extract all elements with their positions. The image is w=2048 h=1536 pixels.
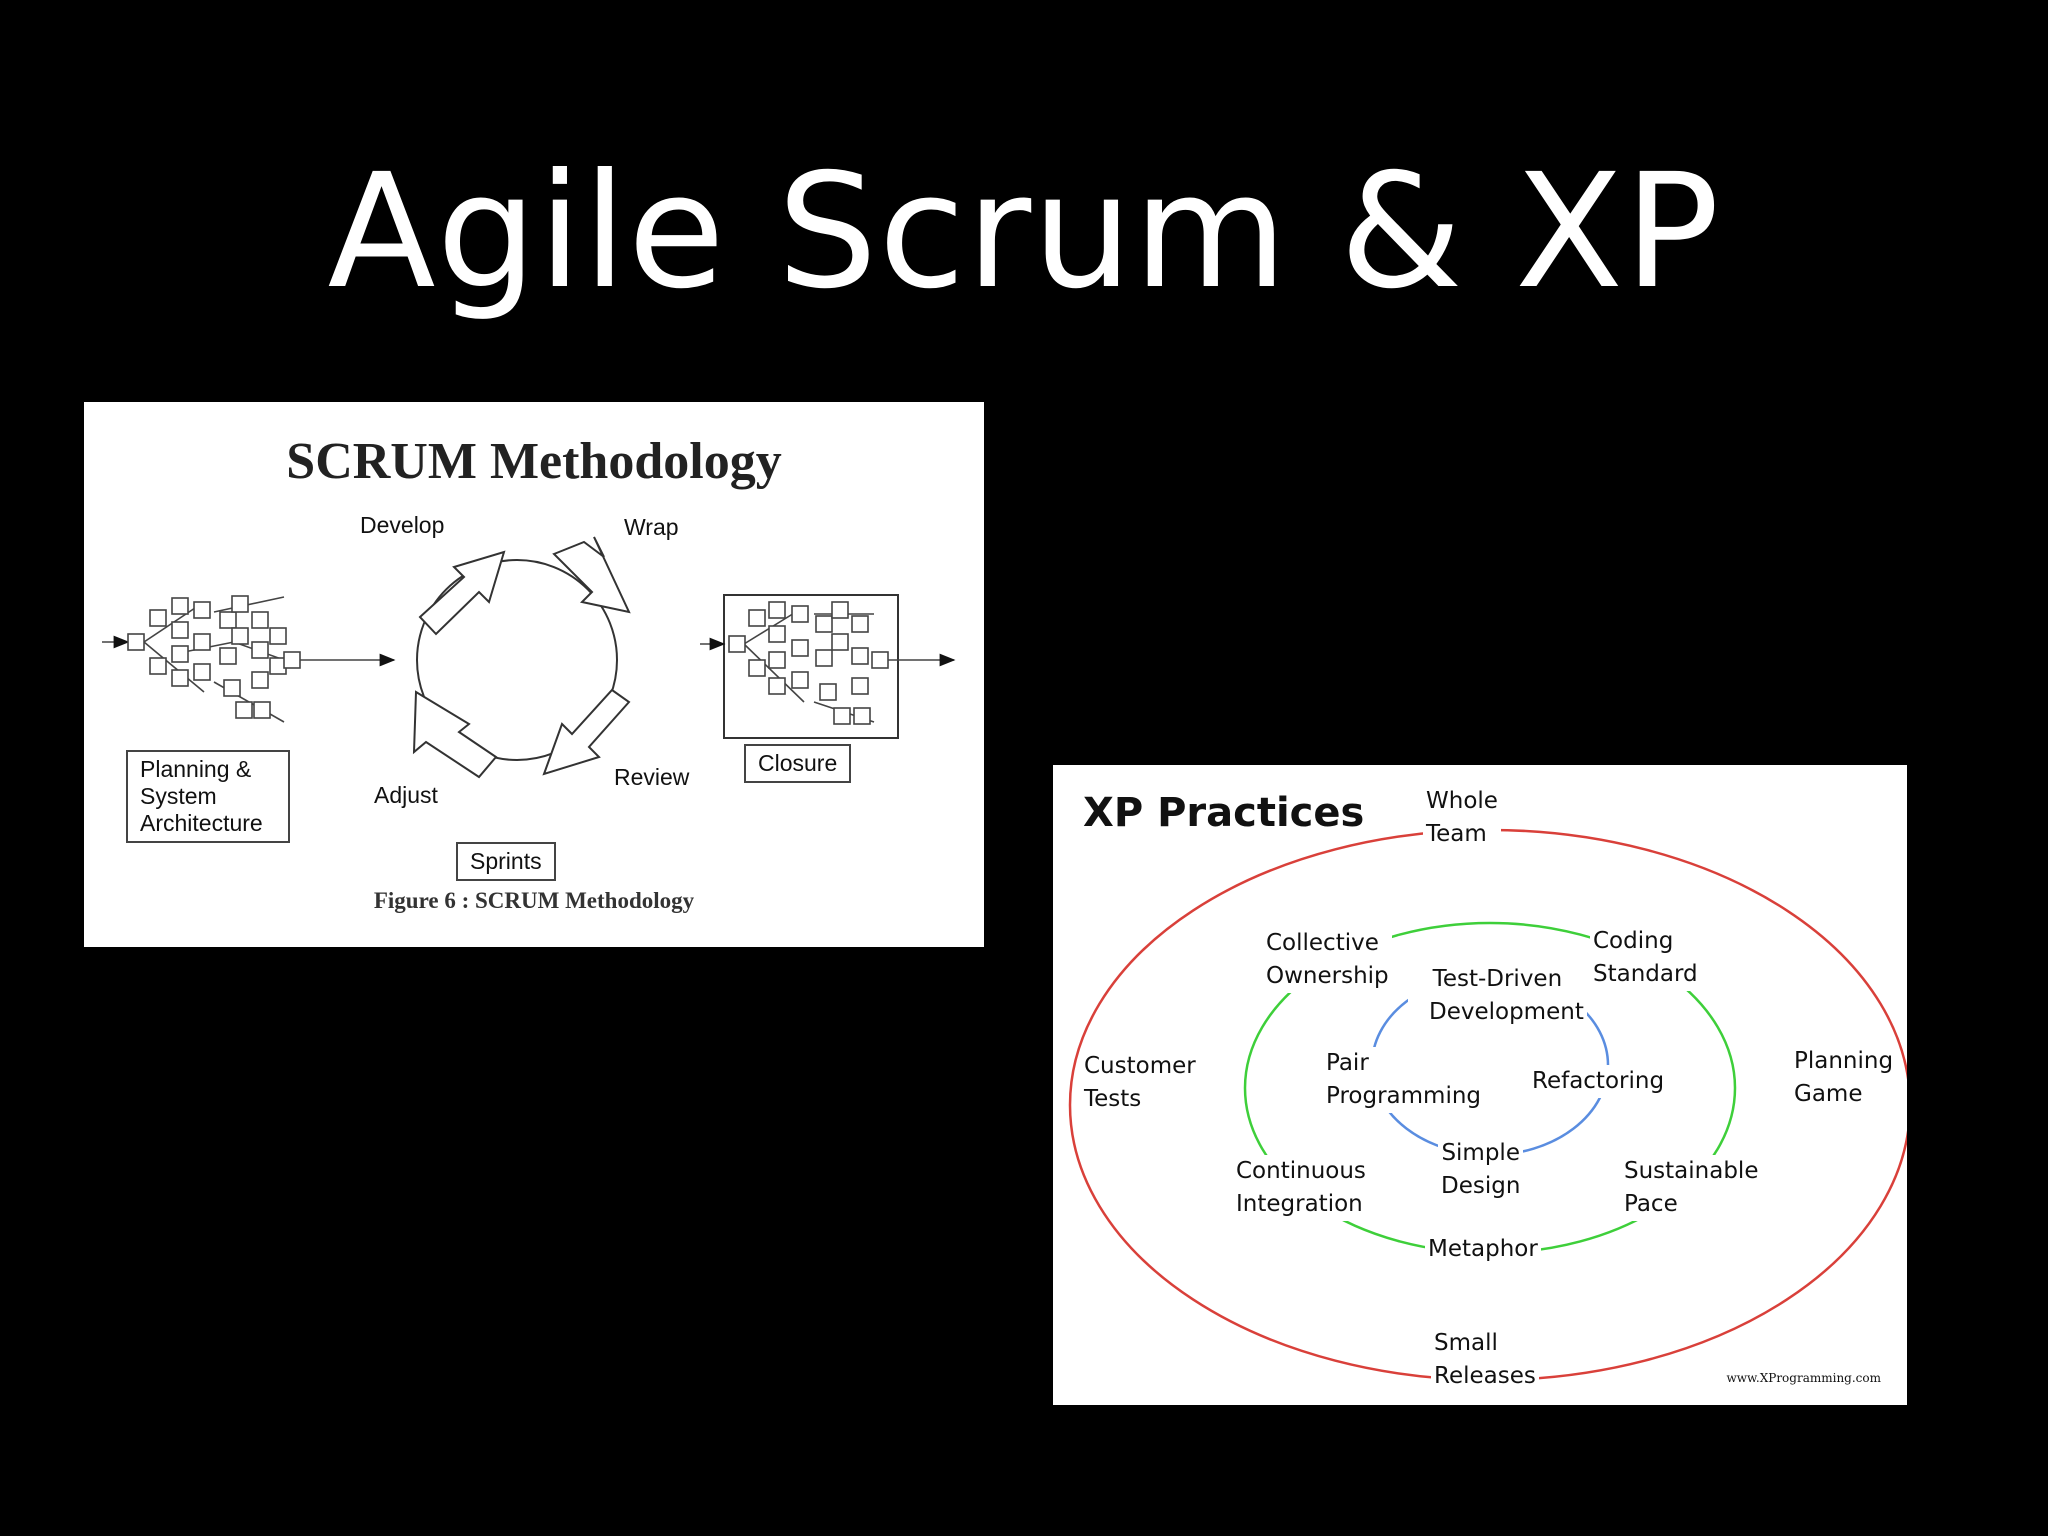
small-releases-label: Small Releases [1431, 1327, 1539, 1393]
review-label: Review [614, 764, 690, 790]
develop-label: Develop [360, 512, 445, 538]
planning-network-diagram [102, 595, 396, 723]
slide-title: Agile Scrum & XP [327, 140, 1721, 324]
small-releases-line-2: Releases [1434, 1363, 1536, 1389]
xp-title: XP Practices [1083, 790, 1365, 836]
planning-game-label: Planning Game [1791, 1045, 1897, 1111]
whole-team-line-2: Team [1426, 821, 1487, 847]
tdd-line-2: Development [1429, 999, 1584, 1025]
xprogramming-credit: www.XProgramming.com [1726, 1371, 1882, 1385]
tdd-label: Test-Driven Development [1408, 963, 1587, 1029]
closure-box: Closure [744, 744, 852, 783]
planning-line-1: Planning & [140, 756, 252, 782]
pair-programming-line-2: Programming [1326, 1083, 1482, 1109]
wrap-label: Wrap [624, 514, 679, 540]
sustainable-pace-label: Sustainable Pace [1621, 1155, 1762, 1221]
refactoring-label: Refactoring [1529, 1065, 1668, 1098]
continuous-integration-label: Continuous Integration [1233, 1155, 1369, 1221]
simple-design-line-1: Simple [1441, 1140, 1520, 1166]
small-releases-line-1: Small [1434, 1330, 1498, 1356]
customer-tests-line-1: Customer [1084, 1053, 1196, 1079]
pair-programming-line-1: Pair [1326, 1050, 1369, 1076]
simple-design-label: Simple Design [1438, 1137, 1524, 1203]
whole-team-label: Whole Team [1423, 785, 1501, 851]
adjust-label: Adjust [374, 782, 438, 808]
coding-standard-line-1: Coding [1593, 928, 1674, 954]
xp-practices-figure: XP Practices Whole Team Customer Tests P… [1053, 765, 1907, 1405]
sprint-cycle [412, 536, 631, 779]
scrum-caption: Figure 6 : SCRUM Methodology [373, 888, 695, 913]
metaphor-label: Metaphor [1425, 1233, 1541, 1266]
coding-standard-label: Coding Standard [1590, 925, 1701, 991]
coding-standard-line-2: Standard [1593, 961, 1698, 987]
sprints-box: Sprints [456, 842, 556, 881]
whole-team-line-1: Whole [1426, 788, 1498, 814]
collective-ownership-line-2: Ownership [1266, 963, 1389, 989]
continuous-integration-line-2: Integration [1236, 1191, 1363, 1217]
collective-ownership-label: Collective Ownership [1263, 927, 1392, 993]
planning-line-3: Architecture [140, 810, 263, 836]
sustainable-pace-line-2: Pace [1624, 1191, 1678, 1217]
closure-network-diagram [700, 594, 956, 739]
customer-tests-line-2: Tests [1084, 1086, 1142, 1112]
planning-game-line-1: Planning [1794, 1048, 1894, 1074]
simple-design-line-2: Design [1441, 1173, 1521, 1199]
sustainable-pace-line-1: Sustainable [1624, 1158, 1759, 1184]
scrum-title: SCRUM Methodology [286, 433, 782, 490]
planning-architecture-box: Planning & System Architecture [126, 750, 290, 843]
planning-line-2: System [140, 783, 217, 809]
scrum-diagram-graphics [102, 536, 956, 779]
customer-tests-label: Customer Tests [1081, 1050, 1199, 1116]
continuous-integration-line-1: Continuous [1236, 1158, 1366, 1184]
scrum-methodology-figure: SCRUM Methodology Develop Wrap Adjust Re… [84, 402, 984, 947]
collective-ownership-line-1: Collective [1266, 930, 1379, 956]
tdd-line-1: Test-Driven [1432, 966, 1563, 992]
planning-game-line-2: Game [1794, 1081, 1863, 1107]
pair-programming-label: Pair Programming [1323, 1047, 1485, 1113]
